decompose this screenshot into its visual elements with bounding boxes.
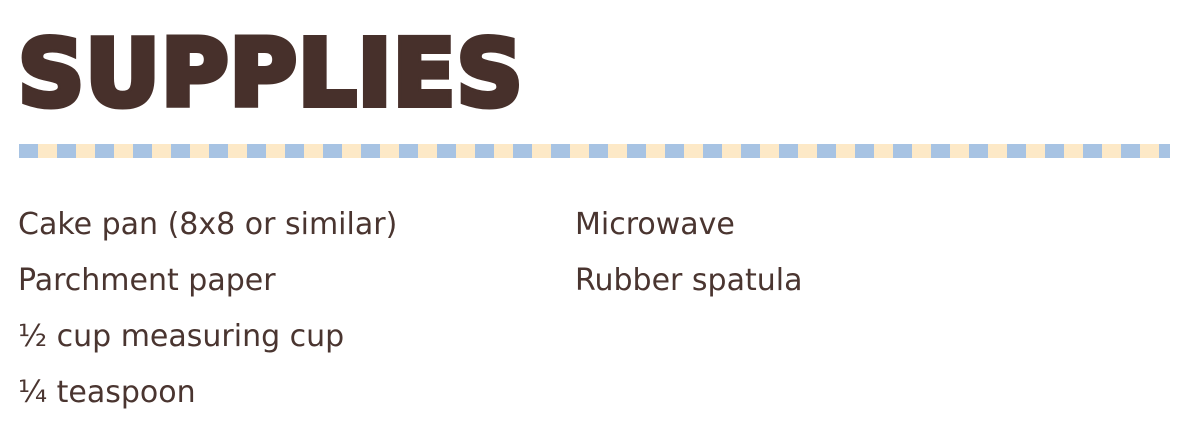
supplies-list-left: Cake pan (8x8 or similar) Parchment pape… <box>18 197 397 421</box>
list-item: Cake pan (8x8 or similar) <box>18 207 398 242</box>
list-item: ½ cup measuring cup <box>18 319 345 354</box>
page-title: SUPPLIES <box>15 20 526 127</box>
list-item: Rubber spatula <box>575 263 803 298</box>
list-item: Microwave <box>575 207 735 242</box>
supplies-list-right: Microwave Rubber spatula <box>575 197 802 309</box>
striped-divider <box>19 144 1170 158</box>
list-item: Parchment paper <box>18 263 276 298</box>
list-item: ¼ teaspoon <box>18 375 196 410</box>
